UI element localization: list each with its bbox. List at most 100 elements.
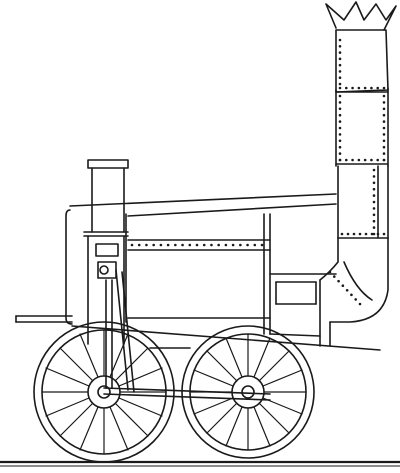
rivet (137, 243, 141, 247)
rivet (350, 293, 353, 297)
rivet (382, 158, 386, 162)
boiler (65, 193, 337, 337)
rivet (130, 243, 134, 247)
rivet (372, 213, 376, 217)
rivet (382, 133, 386, 136)
rivet (338, 76, 342, 80)
rivet (357, 86, 361, 90)
rivet (338, 57, 342, 61)
rivet (202, 243, 206, 247)
rivet (352, 232, 356, 236)
rivet (253, 243, 257, 247)
rivet (338, 133, 342, 136)
rivet (351, 86, 354, 90)
rivet (363, 86, 367, 90)
front-wheel (33, 321, 175, 463)
rivet (382, 101, 386, 104)
rivet (338, 70, 342, 73)
rivet (338, 94, 342, 98)
smokestack (319, 1, 397, 347)
rivet (166, 243, 170, 247)
rivet (260, 243, 264, 247)
rivet (217, 243, 220, 247)
rivet (338, 126, 342, 130)
rivet (382, 232, 386, 236)
rivet (231, 243, 235, 247)
rivet (370, 232, 374, 236)
rivet (145, 243, 148, 247)
rear-wheel (181, 325, 315, 459)
rivet (338, 152, 342, 155)
rivet (210, 243, 213, 247)
rivet (344, 86, 348, 90)
rivet (382, 126, 386, 130)
rivet (357, 158, 361, 162)
rivet (174, 243, 177, 247)
rivet (382, 145, 386, 149)
rivet (338, 158, 342, 162)
rivet (372, 194, 376, 197)
rivet (338, 63, 342, 67)
rivet (338, 145, 342, 149)
rivet (358, 232, 362, 236)
rivet (364, 232, 368, 236)
rivet (181, 243, 184, 247)
rivet (372, 219, 376, 223)
rivet (338, 38, 342, 42)
rivet (224, 243, 228, 247)
rivet (338, 51, 342, 54)
rivet (340, 232, 344, 236)
rivet (372, 232, 376, 236)
frame (15, 315, 381, 351)
rivet (382, 94, 386, 98)
rivet (382, 113, 386, 117)
rivet (382, 120, 386, 123)
rivet (188, 243, 192, 247)
rivet (338, 113, 342, 117)
rivet (354, 298, 358, 301)
rivet (382, 107, 386, 111)
rivet (345, 288, 349, 292)
rivet (338, 120, 342, 123)
rivet (338, 44, 342, 48)
rivet (382, 139, 386, 143)
steam-cylinder (83, 159, 129, 345)
rivets (130, 38, 386, 306)
rivet (370, 86, 373, 90)
rivet (346, 232, 350, 236)
rivet (372, 226, 376, 229)
rivet (341, 284, 345, 288)
rivet (372, 168, 376, 172)
rivet (246, 243, 249, 247)
rivet (195, 243, 199, 247)
rivet (382, 86, 386, 90)
rail (0, 460, 400, 467)
rivet (152, 243, 155, 247)
rivet (338, 82, 342, 86)
rivet (376, 232, 380, 236)
rivet (372, 181, 376, 185)
rivet (372, 187, 376, 191)
rivet (376, 86, 380, 90)
rivet (363, 158, 367, 162)
rivet (351, 158, 354, 162)
rivet (382, 152, 386, 155)
rivet (358, 302, 362, 306)
rivet (338, 107, 342, 111)
rivet (328, 270, 332, 274)
rivet (370, 158, 373, 162)
rivet (332, 275, 336, 278)
rivet (239, 243, 242, 247)
rivet (338, 86, 342, 90)
rivet (372, 175, 376, 178)
rivet (338, 101, 342, 104)
rivet (338, 139, 342, 143)
rivet (344, 158, 348, 162)
rivet (337, 279, 340, 283)
rivet (372, 200, 376, 204)
rivet (159, 243, 163, 247)
rivet (372, 207, 376, 210)
rivet (376, 158, 380, 162)
